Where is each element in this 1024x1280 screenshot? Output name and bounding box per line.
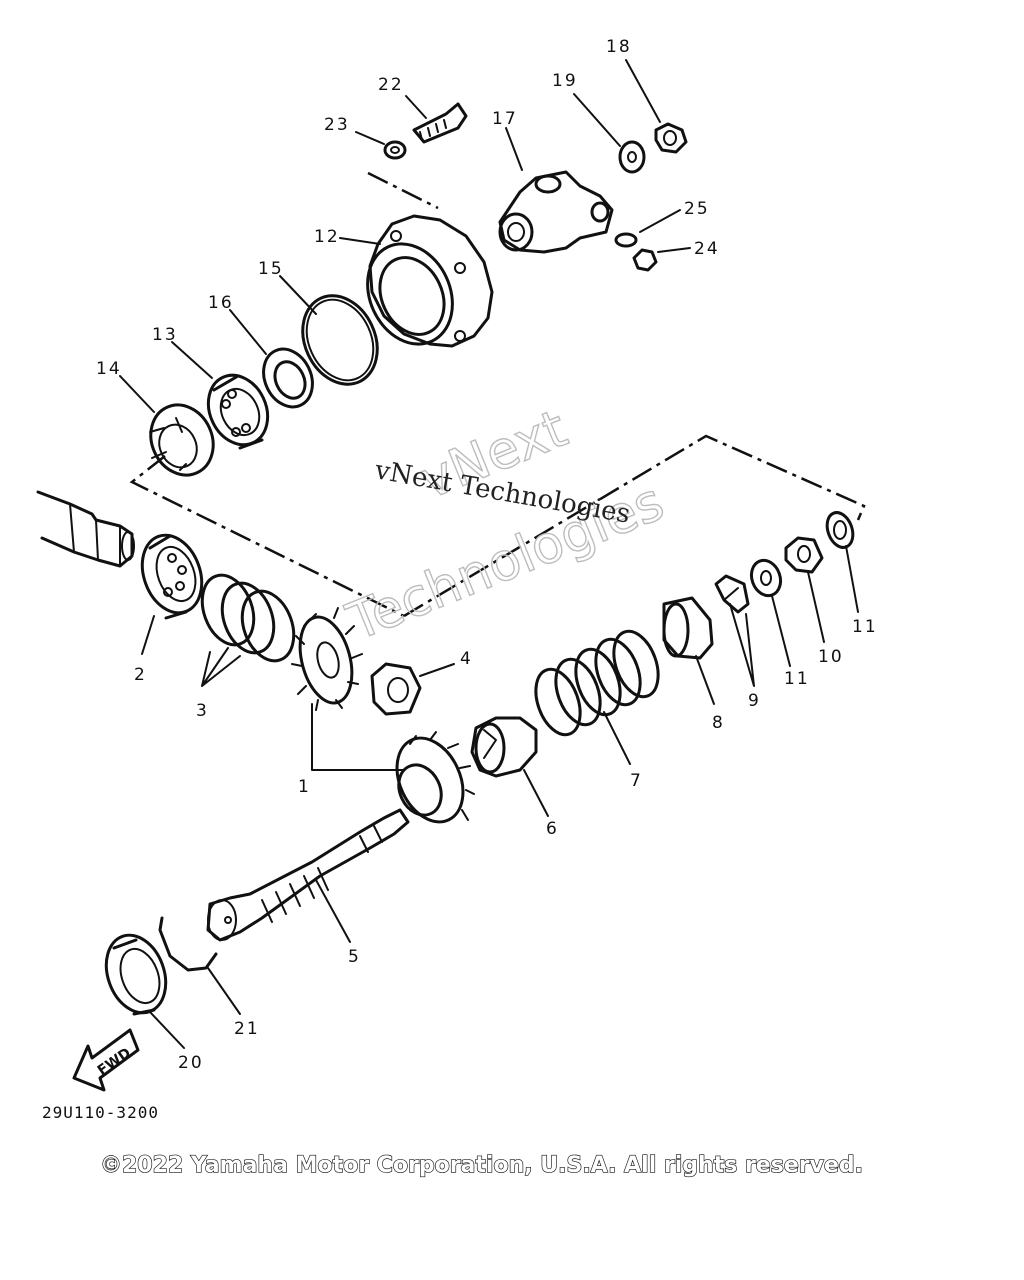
label-24: 24 [694, 239, 720, 259]
spring-7 [534, 629, 660, 737]
washer-19 [618, 140, 646, 174]
clip-21 [158, 916, 218, 972]
yoke-17 [498, 170, 614, 254]
washer-23 [383, 140, 407, 160]
nut-18 [654, 122, 688, 154]
label-15: 15 [258, 259, 284, 279]
shims-3 [200, 573, 296, 663]
clutch-6 [470, 716, 538, 778]
copyright-notice: ©2022 Yamaha Motor Corporation, U.S.A. A… [100, 1153, 863, 1178]
oring-15 [301, 294, 379, 386]
label-8: 8 [712, 713, 725, 733]
seal-16 [262, 347, 314, 409]
nut-4 [370, 662, 422, 716]
label-5: 5 [348, 947, 361, 967]
nut-10 [784, 536, 824, 574]
leader-lines [119, 59, 859, 1049]
label-7: 7 [630, 771, 643, 791]
ringnut-14 [149, 403, 215, 477]
bearing-13 [206, 373, 270, 450]
gear-1-lower [395, 731, 475, 824]
washer-11b [825, 511, 855, 549]
label-16: 16 [208, 293, 234, 313]
alignment-lines [129, 171, 866, 618]
label-3: 3 [196, 701, 209, 721]
fwd-arrow: FWD [72, 1028, 140, 1092]
label-2: 2 [134, 665, 147, 685]
label-17: 17 [492, 109, 518, 129]
label-20: 20 [178, 1053, 204, 1073]
shaft-left [36, 490, 135, 568]
label-25: 25 [684, 199, 710, 219]
label-23: 23 [324, 115, 350, 135]
label-11a: 11 [784, 669, 810, 689]
gear-1-upper [291, 607, 363, 711]
washer-11a [749, 558, 783, 598]
label-21: 21 [234, 1019, 260, 1039]
label-11b: 11 [852, 617, 878, 637]
retainer-9 [714, 574, 750, 614]
collar-8 [662, 596, 714, 660]
oring-25 [614, 232, 638, 248]
label-13: 13 [152, 325, 178, 345]
bearing-2 [140, 533, 204, 620]
label-14: 14 [96, 359, 122, 379]
label-9: 9 [748, 691, 761, 711]
label-19: 19 [552, 71, 578, 91]
label-18: 18 [606, 37, 632, 57]
shaft-5 [206, 808, 410, 942]
label-4: 4 [460, 649, 473, 669]
part-labels: 22 23 17 19 18 25 24 12 15 16 13 14 2 3 … [96, 37, 878, 1073]
label-1: 1 [298, 777, 311, 797]
housing-12 [366, 214, 494, 348]
label-22: 22 [378, 75, 404, 95]
label-6: 6 [546, 819, 559, 839]
watermark: vNext Technologies vNext Technologies [338, 398, 673, 654]
bolt-22 [412, 102, 468, 144]
label-10: 10 [818, 647, 844, 667]
nut-24 [632, 248, 658, 272]
label-12: 12 [314, 227, 340, 247]
diagram-reference: 29U110-3200 [42, 1103, 159, 1122]
